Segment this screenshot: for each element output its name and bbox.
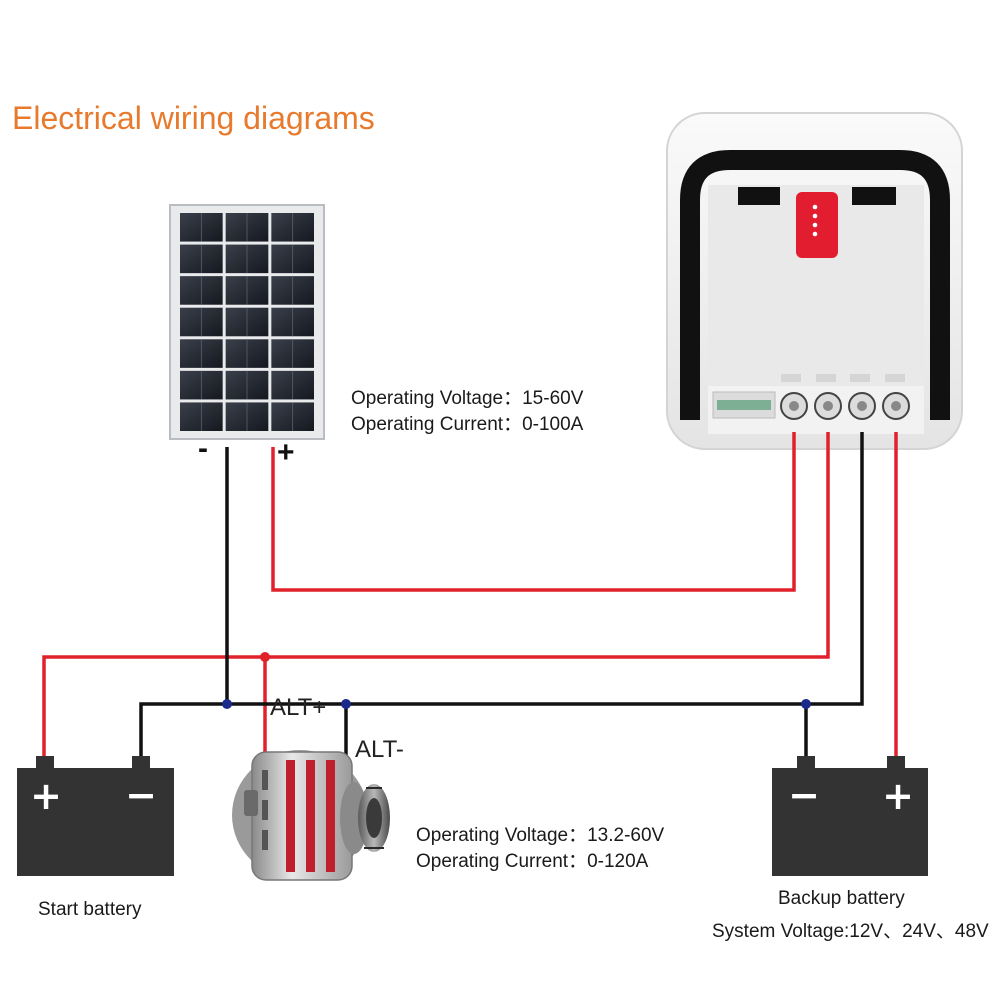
- backup-battery-caption: Backup battery: [778, 888, 905, 909]
- solar-cell-grid: [180, 213, 314, 431]
- alt-negative-label: ALT-: [355, 736, 404, 763]
- page-title: Electrical wiring diagrams: [12, 100, 375, 136]
- backup-battery: − +: [772, 756, 928, 876]
- start-battery-plus-sign: +: [30, 774, 62, 818]
- solar-spec-current: Operating Current：0-100A: [351, 414, 584, 435]
- alternator-spec-current: Operating Current：0-120A: [416, 851, 649, 872]
- start-battery: + −: [17, 756, 174, 876]
- backup-battery-system-voltage: System Voltage:12V、24V、48V: [712, 921, 989, 942]
- solar-positive-wire: [271, 432, 796, 592]
- backup-battery-minus-sign: −: [788, 773, 820, 817]
- solar-spec-voltage: Operating Voltage：15-60V: [351, 388, 584, 409]
- solar-panel: [169, 204, 325, 440]
- ground-bus-wire: [139, 432, 864, 760]
- solar-negative-label: -: [198, 432, 208, 465]
- positive-wires: [42, 432, 898, 760]
- controller-handle: [680, 150, 950, 420]
- start-battery-positive-wire: [42, 432, 830, 760]
- start-battery-minus-sign: −: [125, 773, 157, 817]
- junction-nodes: [222, 652, 811, 709]
- junction-node: [222, 699, 232, 709]
- negative-wires: [139, 432, 864, 768]
- junction-node: [341, 699, 351, 709]
- alt-positive-label: ALT+: [270, 694, 327, 721]
- terminal-screws: [780, 392, 910, 420]
- solar-positive-label: +: [277, 436, 295, 469]
- start-battery-caption: Start battery: [38, 899, 142, 920]
- backup-battery-plus-sign: +: [882, 774, 914, 818]
- alternator-spec-voltage: Operating Voltage：13.2-60V: [416, 825, 665, 846]
- junction-node: [260, 652, 270, 662]
- charge-controller: [666, 112, 963, 450]
- junction-node: [801, 699, 811, 709]
- alternator: [232, 750, 390, 881]
